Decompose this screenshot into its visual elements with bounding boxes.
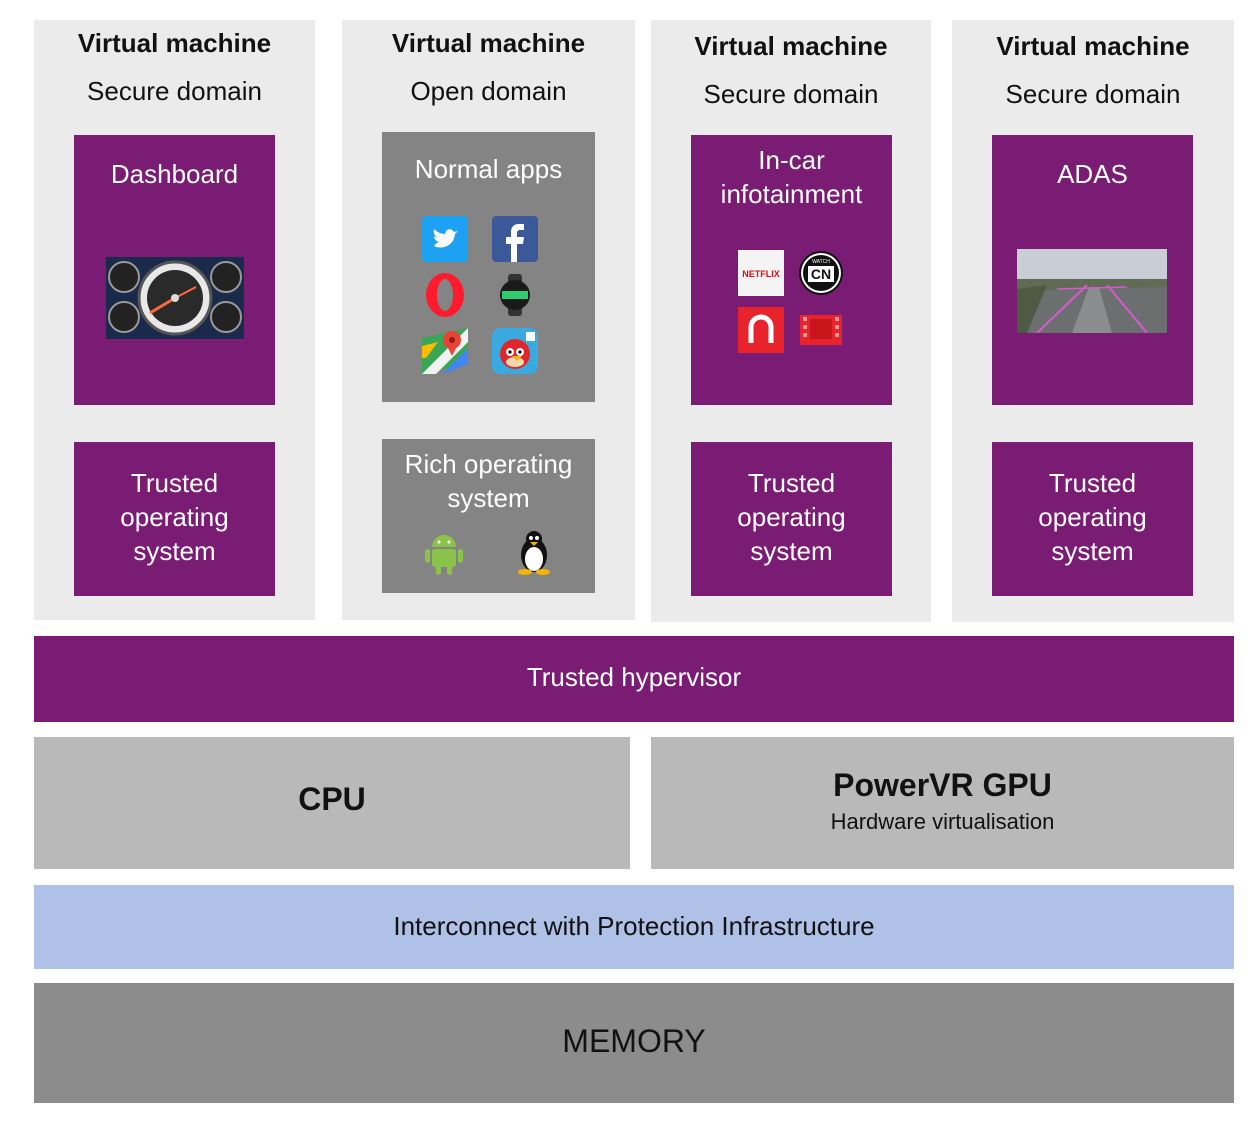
vm-domain: Secure domain: [1005, 79, 1181, 109]
normal-apps-box: Normal apps: [382, 132, 595, 402]
vm-domain: Secure domain: [703, 79, 879, 109]
cpu-label: CPU: [298, 781, 366, 817]
os-label-line: system: [750, 536, 833, 566]
vm-title: Virtual machine: [77, 28, 272, 58]
twitter-icon: [422, 216, 468, 262]
vm-panel-adas: Virtual machine Secure domain ADAS Trust…: [952, 20, 1234, 622]
app-label-line: In-car: [758, 145, 825, 175]
infotainment-app-box: In-car infotainment NETFLIX WATCH CN: [691, 135, 892, 405]
app-label-line: infotainment: [720, 179, 863, 209]
video-app-icon: [800, 315, 842, 345]
music-app-icon: [738, 307, 784, 353]
os-label-line: Trusted: [130, 468, 219, 498]
normal-apps-label: Normal apps: [414, 154, 563, 184]
vm-domain: Secure domain: [87, 76, 262, 106]
os-label-line: Trusted: [1048, 468, 1137, 498]
angry-birds-icon: [492, 328, 538, 374]
os-label-line: operating: [737, 502, 846, 532]
gpu-subtitle: Hardware virtualisation: [830, 809, 1055, 834]
opera-icon: [426, 273, 464, 317]
netflix-icon: NETFLIX: [738, 250, 784, 296]
os-label-line: operating: [120, 502, 229, 532]
dashboard-app-box: Dashboard: [74, 135, 275, 405]
trusted-os-label: Trusted operating system: [691, 466, 892, 568]
netflix-wordmark: NETFLIX: [742, 269, 780, 279]
adas-app-box: ADAS: [992, 135, 1193, 405]
rich-os-box: Rich operating system: [382, 439, 595, 593]
trusted-os-label: Trusted operating system: [992, 466, 1193, 568]
interconnect-band: Interconnect with Protection Infrastruct…: [34, 885, 1234, 969]
os-label-line: Rich operating: [404, 449, 573, 479]
cartoon-network-icon: WATCH CN: [799, 251, 843, 295]
road-camera-image: [1017, 249, 1167, 333]
trusted-os-box: Trusted operating system: [691, 442, 892, 596]
os-label-line: operating: [1038, 502, 1147, 532]
infotainment-label: In-car infotainment: [691, 143, 892, 211]
trusted-os-box: Trusted operating system: [74, 442, 275, 596]
os-label-line: Trusted: [747, 468, 836, 498]
rich-os-label: Rich operating system: [382, 447, 595, 515]
gpu-block: PowerVR GPU Hardware virtualisation: [651, 737, 1234, 869]
trusted-os-box: Trusted operating system: [992, 442, 1193, 596]
adas-label: ADAS: [1057, 159, 1128, 189]
cpu-block: CPU: [34, 737, 630, 869]
vm-title: Virtual machine: [996, 31, 1190, 61]
smartwatch-icon: [500, 274, 530, 316]
instrument-cluster-image: [106, 257, 244, 339]
hypervisor-label: Trusted hypervisor: [526, 662, 742, 692]
interconnect-label: Interconnect with Protection Infrastruct…: [393, 911, 875, 941]
memory-label: MEMORY: [562, 1023, 706, 1059]
os-label-line: system: [133, 536, 216, 566]
os-label-line: system: [447, 483, 530, 513]
vm-title: Virtual machine: [694, 31, 888, 61]
linux-penguin-icon: [518, 531, 550, 575]
vm-panel-infotainment: Virtual machine Secure domain In-car inf…: [651, 20, 931, 622]
memory-band: MEMORY: [34, 983, 1234, 1103]
google-maps-icon: [422, 328, 468, 374]
hypervisor-band: Trusted hypervisor: [34, 636, 1234, 722]
vm-panel-open: Virtual machine Open domain Normal apps: [342, 20, 635, 620]
android-icon: [425, 535, 463, 575]
dashboard-label: Dashboard: [110, 159, 239, 189]
vm-title: Virtual machine: [391, 28, 586, 58]
vm-panel-dashboard: Virtual machine Secure domain Dashboard …: [34, 20, 315, 620]
os-label-line: system: [1051, 536, 1134, 566]
watch-text: WATCH: [812, 259, 830, 265]
facebook-icon: [492, 216, 538, 262]
trusted-os-label: Trusted operating system: [74, 466, 275, 568]
vm-domain: Open domain: [410, 76, 567, 106]
gpu-title: PowerVR GPU: [833, 767, 1052, 803]
cn-text: CN: [811, 266, 831, 282]
